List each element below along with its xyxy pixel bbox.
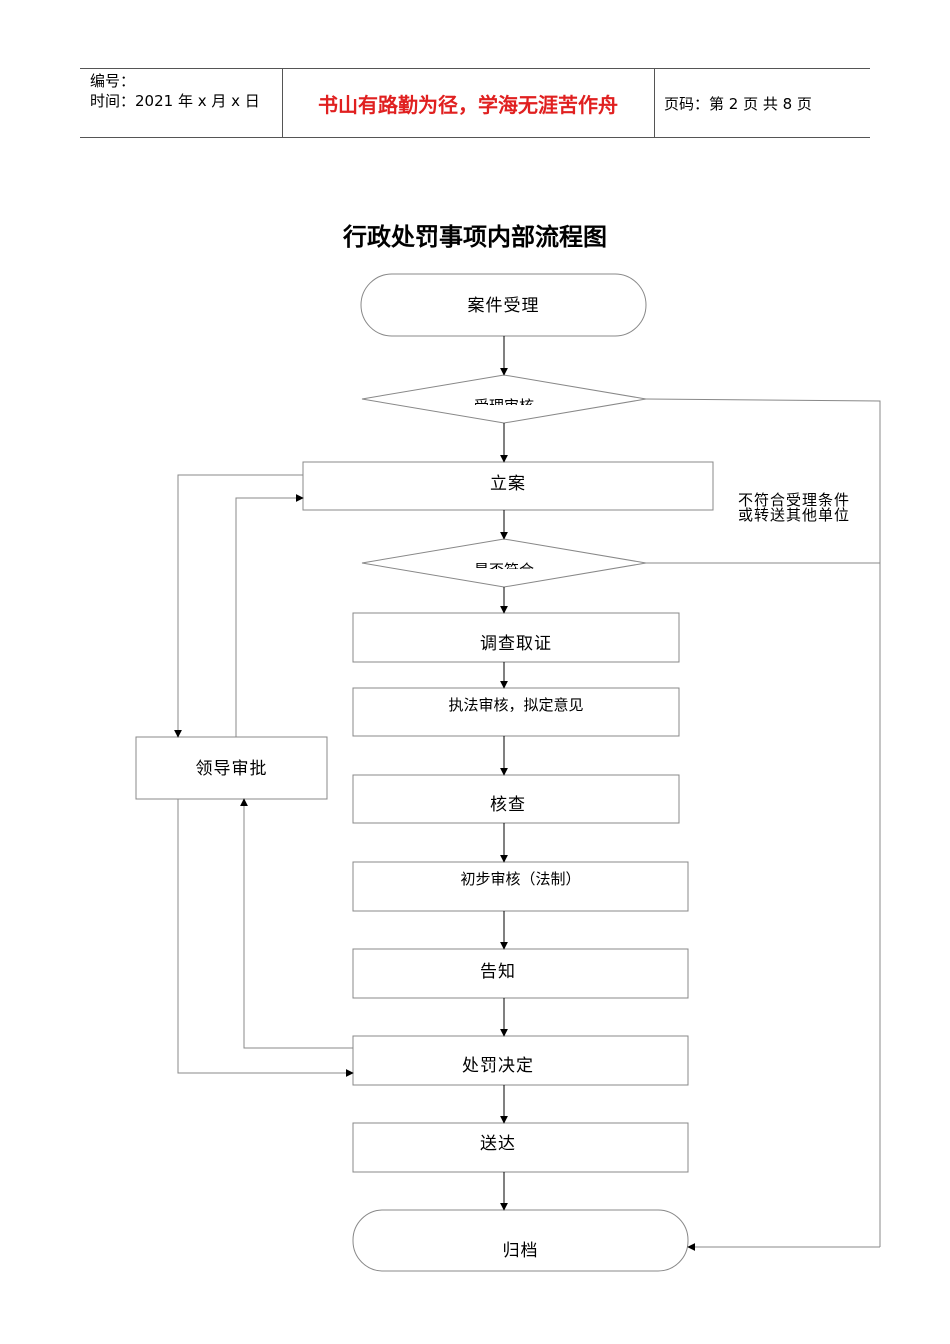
deliver-node-label: 送达 [480, 1134, 516, 1154]
arrow-leader-to-register [235, 494, 304, 737]
investigate-box-shape [352, 612, 680, 663]
review-node-label: 受理审核 [474, 397, 534, 405]
archive-terminal-shape [352, 1209, 689, 1272]
header-motto: 书山有路勤为径，学海无涯苦作舟 [318, 92, 618, 117]
notify-box-shape [352, 948, 689, 999]
arrow-decision-to-leader [240, 798, 353, 1049]
header-divider-left [282, 69, 283, 137]
legal-review-node-label: 初步审核（法制） [460, 870, 581, 888]
check-node-label: 是否符合 [474, 561, 534, 569]
header-left-cell: 编号： 时间：2021 年 x 月 x 日 [90, 71, 260, 139]
header-divider-right [654, 69, 655, 137]
check-node-label-wrap: 是否符合 [404, 559, 604, 569]
verify-node-label: 核查 [490, 795, 526, 815]
legal-review-box-shape [352, 861, 689, 912]
archive-node-label: 归档 [502, 1241, 539, 1261]
connector-review-reject [645, 398, 881, 1247]
serial-number-label: 编号： [90, 72, 136, 90]
decision-node-label: 处罚决定 [462, 1056, 534, 1076]
page-title: 行政处罚事项内部流程图 [343, 222, 607, 251]
arrow-leader-to-decision [177, 799, 354, 1077]
investigate-node-label: 调查取证 [480, 634, 552, 654]
page-number-label: 页码：第 2 页 共 8 页 [664, 94, 812, 113]
deliver-box-shape [352, 1122, 689, 1173]
review-node-label-wrap: 受理审核 [404, 395, 604, 405]
enforce-review-box-shape [352, 687, 680, 737]
register-node-label: 立案 [490, 474, 526, 494]
enforce-review-node-label: 执法审核，拟定意见 [448, 696, 584, 714]
arrow-register-to-leader [174, 474, 303, 738]
leader-box-shape [135, 736, 328, 800]
time-label: 时间：2021 年 x 月 x 日 [90, 92, 260, 110]
document-header: 编号： 时间：2021 年 x 月 x 日 书山有路勤为径，学海无涯苦作舟 页码… [80, 68, 870, 138]
verify-box-shape [352, 774, 680, 824]
leader-node-label: 领导审批 [195, 759, 268, 779]
notify-node-label: 告知 [480, 962, 516, 982]
start-node-label: 案件受理 [467, 296, 540, 316]
decision-box-shape [352, 1035, 689, 1086]
register-box-shape [302, 461, 714, 511]
rejection-note: 不符合受理条件或转送其他单位 [738, 491, 851, 524]
